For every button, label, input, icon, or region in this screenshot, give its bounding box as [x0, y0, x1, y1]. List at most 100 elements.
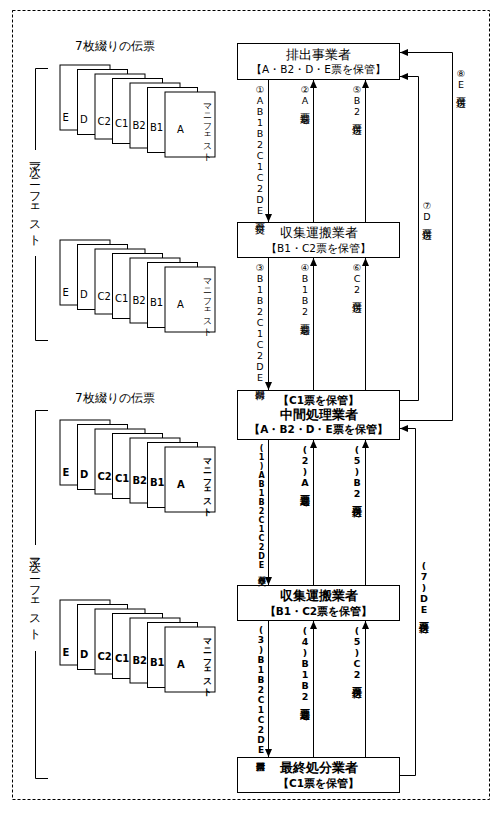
edge-label: (5)C2票送付	[352, 625, 362, 680]
edge-label: ⑤B2票送付	[352, 84, 362, 117]
node-text: 中間処理業者	[280, 407, 358, 423]
edge-label: ②A票返却	[300, 84, 310, 106]
process-box: 【C1票を保管】中間処理業者【A・B2・D・E票を保管】	[237, 390, 400, 440]
arrow-head	[265, 214, 272, 222]
label-text: B1	[150, 658, 165, 668]
connector	[265, 80, 272, 222]
arrow-head	[400, 49, 408, 56]
connector	[362, 621, 369, 757]
connector	[400, 49, 453, 421]
arrow-head	[310, 621, 317, 629]
arrow-head	[265, 382, 272, 390]
dashed-frame	[13, 11, 490, 800]
connector-line	[268, 80, 269, 222]
label-text: B1	[150, 478, 165, 488]
arrow-head	[362, 258, 369, 266]
label-text: E	[63, 648, 70, 658]
edge-label: ④B1B2票返却	[300, 262, 310, 317]
connector	[310, 621, 317, 757]
process-box: 排出事業者【A・B2・D・E票を保管】	[237, 43, 400, 80]
arrow-head	[265, 749, 272, 757]
node-text: 最終処分業者	[280, 760, 358, 776]
edge-label: ⑦D票送付	[422, 200, 432, 222]
connector	[265, 258, 272, 390]
label-text: D	[80, 470, 88, 480]
connector-line	[365, 80, 366, 222]
label-text: C2	[98, 472, 112, 482]
label-text: マニフェスト	[203, 97, 212, 157]
sheet-stack	[60, 240, 215, 332]
connector	[362, 258, 369, 390]
edge-label: (3)B1B2C1C2DE票回付	[256, 625, 265, 755]
arrow-head	[362, 80, 369, 88]
label-text: マニフェスト	[203, 632, 212, 692]
arrow-head	[310, 440, 317, 448]
process-box: 収集運搬業者【B1・C2票を保管】	[237, 222, 400, 258]
connector	[310, 258, 317, 390]
label-text: D	[80, 290, 88, 300]
label-text: C2	[98, 117, 111, 127]
process-box: 最終処分業者【C1票を保管】	[237, 757, 400, 793]
connector-line	[313, 440, 314, 585]
node-text: 【A・B2・D・E票を保管】	[251, 63, 386, 76]
label-text: A	[177, 660, 185, 670]
edge-label: (4)B1B2票返却	[300, 625, 310, 702]
node-text: 【B1・C2票を保管】	[266, 242, 371, 255]
edge-label: (5)B2票送付	[352, 444, 362, 499]
connector-line	[313, 258, 314, 390]
connector-line	[365, 621, 366, 757]
label-text: 二次マニフェスト	[29, 550, 41, 634]
process-box: 収集運搬業者【B1・C2票を保管】	[237, 585, 400, 621]
node-text: 【A・B2・D・E票を保管】	[249, 423, 387, 436]
label-text: E	[63, 288, 69, 298]
connector-line	[365, 440, 366, 585]
label-text: マニフェスト	[203, 452, 212, 512]
label-text: D	[80, 115, 88, 125]
node-text: 排出事業者	[286, 47, 351, 63]
connector-line	[400, 77, 419, 401]
edge-label: ③B1B2C1C2DE票回付	[255, 262, 265, 383]
label-text: 7枚綴りの伝票	[75, 40, 155, 52]
label-text: B2	[133, 296, 146, 306]
node-text: 【C1票を保管】	[278, 394, 359, 407]
arrow-head	[400, 73, 408, 80]
label-text: C2	[98, 652, 112, 662]
label-text: マニフェスト	[203, 272, 212, 332]
edge-label: (1)AB1B2C1C2DE票交付	[257, 444, 265, 570]
connector-line	[400, 429, 416, 776]
edge-label: (2)A票返却	[300, 444, 310, 488]
arrow-head	[310, 80, 317, 88]
connector	[400, 73, 419, 401]
label-text: B2	[133, 121, 146, 131]
connector-line	[268, 258, 269, 390]
sheet-stack	[60, 420, 215, 512]
connector-line	[268, 440, 269, 585]
label-text: D	[80, 650, 88, 660]
node-text: 収集運搬業者	[280, 588, 358, 604]
edge-label: ⑧E票送付	[456, 68, 466, 90]
node-text: 【C1票を保管】	[278, 777, 359, 790]
label-text: B2	[133, 476, 148, 486]
label-text: C2	[98, 292, 111, 302]
label-text: C1	[115, 119, 128, 129]
arrow-head	[310, 258, 317, 266]
label-text: 7枚綴りの伝票	[75, 392, 155, 404]
sheet-stack	[60, 600, 215, 692]
arrow-head	[362, 621, 369, 629]
label-text: B2	[133, 656, 148, 666]
node-text: 【B1・C2票を保管】	[265, 605, 372, 618]
connector-line	[268, 621, 269, 757]
label-text: C1	[115, 294, 128, 304]
connector	[310, 80, 317, 222]
connector-line	[400, 53, 453, 421]
connector	[400, 425, 416, 776]
connector	[265, 440, 272, 585]
arrow-head	[400, 425, 408, 432]
label-text: E	[63, 468, 70, 478]
label-text: C1	[115, 474, 129, 484]
label-text: A	[177, 480, 185, 490]
arrow-head	[265, 577, 272, 585]
label-text: B1	[150, 123, 163, 133]
label-text: 一次マニフェスト	[29, 156, 41, 240]
